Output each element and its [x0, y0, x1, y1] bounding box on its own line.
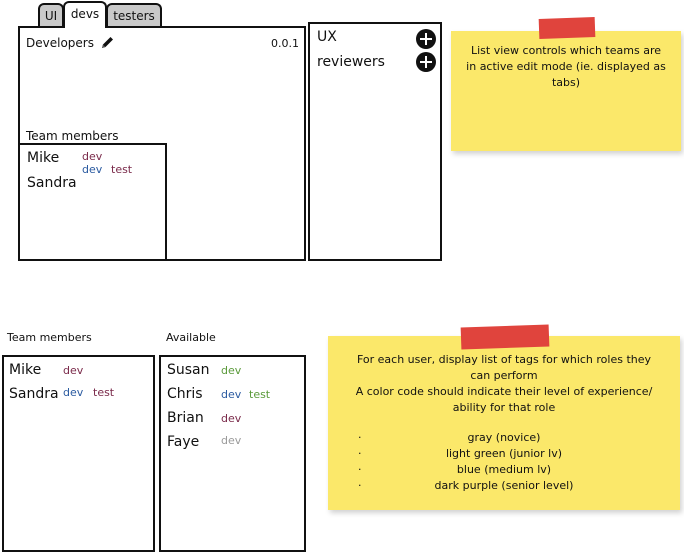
- tape: [538, 17, 596, 39]
- sticky-note: List view controls which teams are in ac…: [451, 17, 681, 151]
- sticky-note: For each user, display list of tags for …: [328, 324, 680, 510]
- member-name[interactable]: Sandra: [27, 175, 77, 191]
- note-text: List view controls which teams are in ac…: [466, 44, 666, 89]
- role-tag: dev: [63, 386, 84, 399]
- team-item-label[interactable]: UX: [317, 29, 337, 45]
- role-tag: dev: [221, 434, 242, 447]
- member-name[interactable]: Mike: [9, 362, 42, 378]
- team-members-list[interactable]: Mike dev Sandra dev test: [2, 355, 155, 552]
- bullet-text: blue (medium lv): [456, 463, 552, 476]
- role-tag: dev: [221, 412, 242, 425]
- add-circle-icon[interactable]: [416, 29, 436, 49]
- note-text: For each user, display list of tags for …: [356, 353, 652, 382]
- role-tag: dev: [63, 364, 84, 377]
- available-list[interactable]: Susan dev Chris dev test Brian dev Faye …: [159, 355, 306, 552]
- team-members-label: Team members: [7, 331, 92, 344]
- tape: [460, 324, 550, 350]
- tab-testers[interactable]: testers: [106, 3, 162, 27]
- role-tag: dev: [82, 163, 103, 176]
- bullet-text: dark purple (senior level): [434, 479, 574, 492]
- bullet-item: · blue (medium lv): [328, 462, 680, 478]
- team-members-label: Team members: [26, 129, 119, 143]
- member-name[interactable]: Sandra: [9, 386, 59, 402]
- bullet-dot: ·: [358, 463, 362, 476]
- pencil-icon[interactable]: [100, 35, 115, 54]
- tab-ui[interactable]: UI: [38, 3, 64, 27]
- member-name[interactable]: Brian: [167, 410, 204, 426]
- team-item-label[interactable]: reviewers: [317, 54, 385, 70]
- role-tag: dev: [82, 150, 103, 163]
- bullet-item: · gray (novice): [328, 430, 680, 446]
- bullet-item: · light green (junior lv): [328, 446, 680, 462]
- bullet-item: · dark purple (senior level): [328, 478, 680, 494]
- role-tag: test: [93, 386, 115, 399]
- bullet-dot: ·: [358, 431, 362, 444]
- member-name[interactable]: Chris: [167, 386, 203, 402]
- member-name[interactable]: Susan: [167, 362, 210, 378]
- role-tag: test: [249, 388, 271, 401]
- bullet-text: gray (novice): [467, 431, 541, 444]
- available-label: Available: [166, 331, 216, 344]
- member-name[interactable]: Faye: [167, 434, 200, 450]
- team-title: Developers: [26, 36, 94, 50]
- teams-list: UX reviewers: [308, 22, 442, 261]
- tab-devs[interactable]: devs: [63, 1, 107, 28]
- role-tag: dev: [221, 388, 242, 401]
- version-label: 0.0.1: [271, 37, 299, 50]
- role-tag: test: [111, 163, 133, 176]
- note-text: A color code should indicate their level…: [355, 385, 653, 414]
- bullet-text: light green (junior lv): [445, 447, 563, 460]
- team-members-list[interactable]: Mike dev Sandra dev test: [18, 143, 167, 261]
- add-circle-icon[interactable]: [416, 52, 436, 72]
- bullet-dot: ·: [358, 479, 362, 492]
- bullet-dot: ·: [358, 447, 362, 460]
- member-name[interactable]: Mike: [27, 150, 60, 166]
- role-tag: dev: [221, 364, 242, 377]
